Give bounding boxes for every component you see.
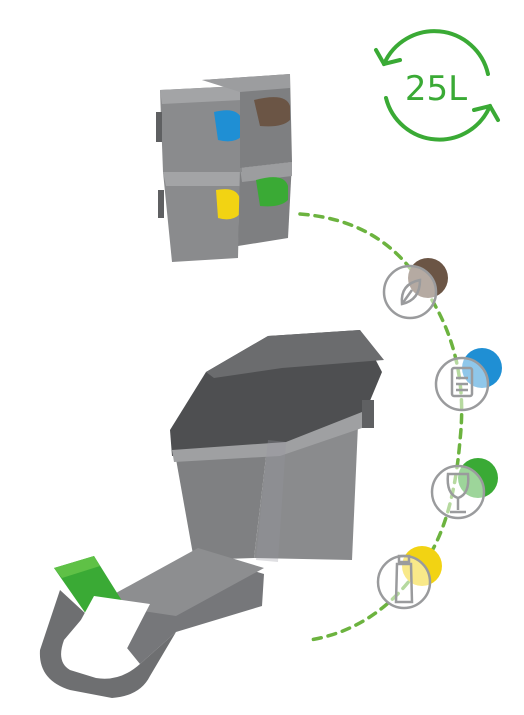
- waste-icon-plastic: [376, 546, 442, 610]
- capacity-badge: 25L: [374, 29, 500, 142]
- bin-yellow-lid: [158, 172, 242, 262]
- recycle-arrows-icon: [374, 29, 500, 142]
- waste-icon-paper: [434, 348, 502, 412]
- large-open-bin: [170, 330, 384, 562]
- stacked-bin-set: [156, 74, 292, 262]
- bin-green-lid: [238, 162, 292, 246]
- yellow-lid-flap: [216, 189, 240, 220]
- bin-blue-lid: [156, 86, 242, 172]
- bin-brown-lid: [202, 74, 292, 168]
- capacity-label: 25L: [405, 69, 467, 109]
- brown-lid-flap: [254, 97, 290, 127]
- plastic-bottle-icon: [394, 554, 414, 604]
- paper-document-icon: [450, 366, 474, 398]
- green-lid-flap: [256, 177, 288, 207]
- bin-lid: [39, 548, 264, 698]
- organic-leaf-icon: [400, 278, 422, 306]
- waste-icon-glass: [430, 458, 498, 520]
- glass-goblet-icon: [446, 472, 470, 514]
- waste-icon-organic: [382, 258, 448, 320]
- blue-lid-flap: [214, 110, 242, 142]
